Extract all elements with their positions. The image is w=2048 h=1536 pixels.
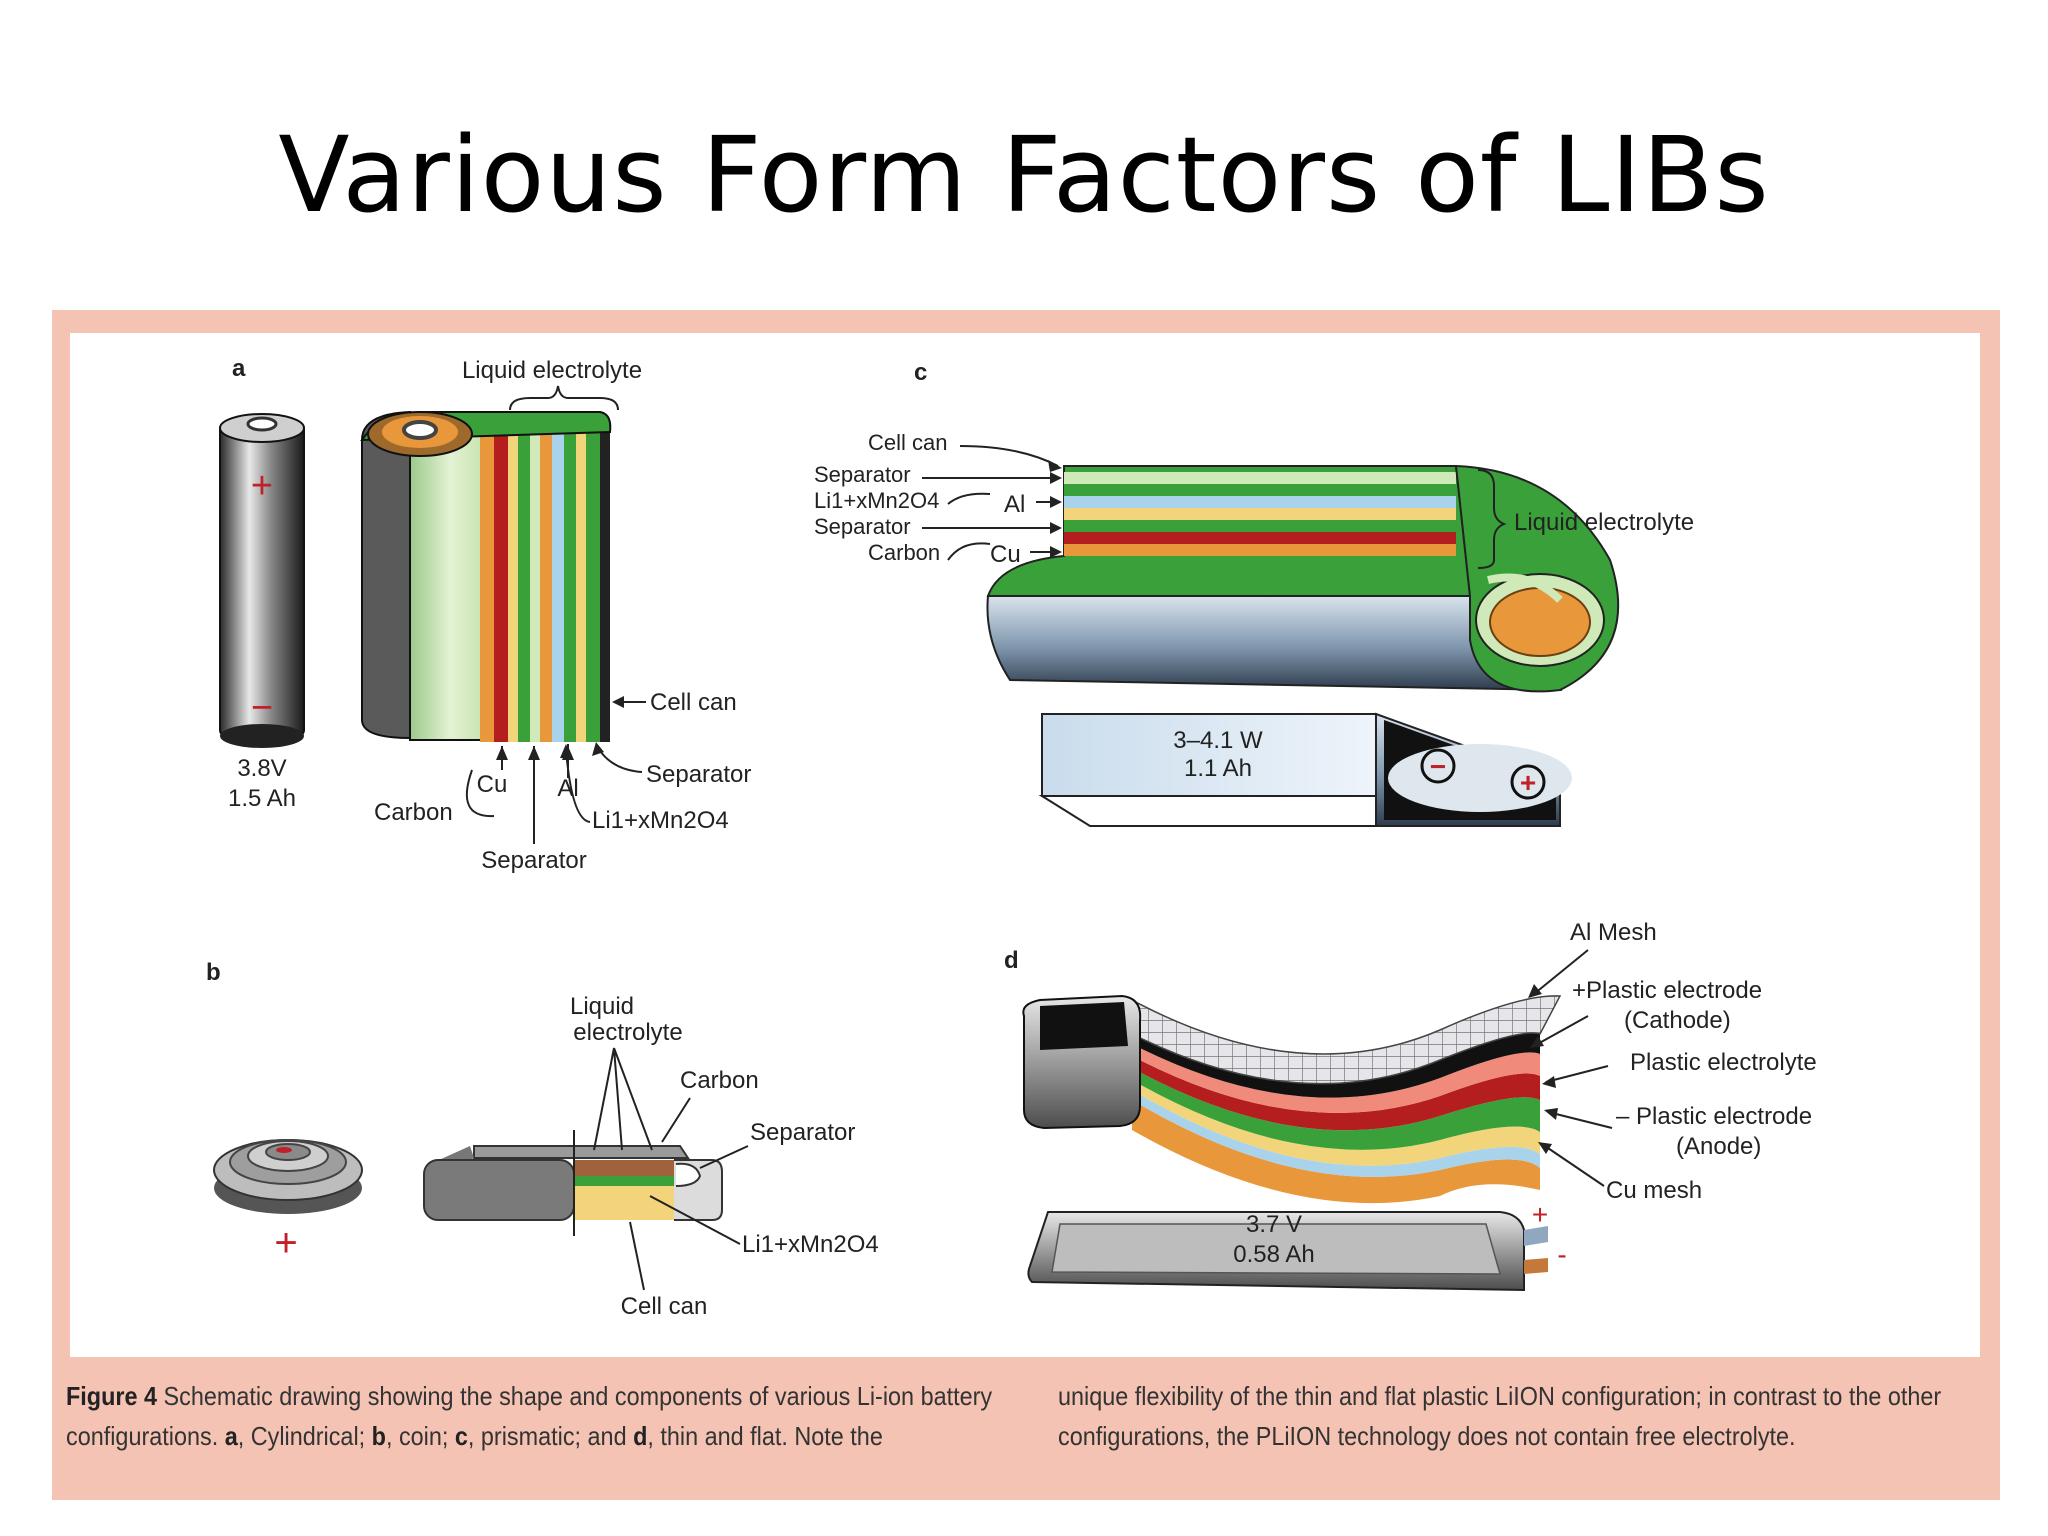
caption-a-text: , Cylindrical; <box>237 1421 372 1451</box>
figure-label: Figure 4 <box>66 1381 158 1411</box>
panel-b-coin: b + Liquid electrolyte Carbon Separator <box>206 959 879 1320</box>
plastic-layers-diagram <box>1022 994 1562 1204</box>
figure-caption-left: Figure 4 Schematic drawing showing the s… <box>66 1376 1011 1456</box>
caption-a: a <box>224 1421 238 1451</box>
label-plastic-cathode-1: +Plastic electrode <box>1572 977 1762 1004</box>
prismatic-negative-terminal-icon: − <box>1430 751 1446 782</box>
panel-a-cylindrical: a + − 3.8V 1.5 Ah <box>219 355 751 874</box>
label-liquid-b-2: electrolyte <box>573 1019 682 1046</box>
caption-c-text: , prismatic; and <box>467 1421 634 1451</box>
label-cu-c: Cu <box>990 541 1021 568</box>
label-plastic-anode-2: (Anode) <box>1676 1133 1761 1160</box>
cell-c-power: 3–4.1 W <box>1173 727 1263 754</box>
pouch-negative-sign: - <box>1557 1239 1566 1270</box>
caption-c: c <box>454 1421 468 1451</box>
panel-c-label: c <box>914 359 927 386</box>
cell-c-capacity: 1.1 Ah <box>1184 755 1252 782</box>
slide-title: Various Form Factors of LIBs <box>278 114 1770 236</box>
label-plastic-anode-1: – Plastic electrode <box>1616 1103 1812 1130</box>
label-cell-can-c: Cell can <box>868 430 947 455</box>
caption-d-text: , thin and flat. Note the <box>647 1421 883 1451</box>
label-limn-c: Li1+xMn2O4 <box>814 488 939 513</box>
panel-b-label: b <box>206 959 221 986</box>
label-carbon-c: Carbon <box>868 540 940 565</box>
label-separator-c-2: Separator <box>814 514 911 539</box>
caption-b: b <box>371 1421 386 1451</box>
cell-a-capacity: 1.5 Ah <box>228 785 296 812</box>
prismatic-positive-terminal-icon: + <box>1520 767 1536 798</box>
pouch-positive-sign: + <box>1532 1199 1548 1230</box>
flat-pouch-cell-icon <box>1027 1211 1548 1292</box>
cell-d-capacity: 0.58 Ah <box>1233 1241 1314 1268</box>
cylinder-cutaway-diagram <box>360 410 612 742</box>
prismatic-cell-icon <box>1038 712 1572 827</box>
label-limn-b: Li1+xMn2O4 <box>742 1231 879 1258</box>
label-liquid-electrolyte-c: Liquid electrolyte <box>1514 509 1694 536</box>
label-separator-a-right: Separator <box>646 761 751 788</box>
panel-a-label: a <box>232 355 246 382</box>
caption-d: d <box>633 1421 648 1451</box>
caption-text-1: Schematic drawing showing the shape and … <box>66 1381 993 1451</box>
coin-positive-sign: + <box>274 1221 297 1265</box>
caption-b-text: , coin; <box>385 1421 455 1451</box>
cell-a-voltage: 3.8V <box>237 755 286 782</box>
label-liquid-b-1: Liquid <box>570 993 634 1020</box>
prismatic-rolled-layers-diagram <box>986 464 1620 693</box>
coin-cross-section-diagram <box>423 1130 723 1236</box>
label-separator-b: Separator <box>750 1119 855 1146</box>
label-carbon-b: Carbon <box>680 1067 759 1094</box>
label-plastic-cathode-2: (Cathode) <box>1624 1007 1731 1034</box>
label-cu-mesh: Cu mesh <box>1606 1177 1702 1204</box>
panel-d-label: d <box>1004 947 1019 974</box>
label-al-c: Al <box>1004 491 1025 518</box>
label-limn-a: Li1+xMn2O4 <box>592 807 729 834</box>
coin-cell-icon <box>213 1139 363 1214</box>
label-separator-c-1: Separator <box>814 462 911 487</box>
label-carbon-a: Carbon <box>374 799 453 826</box>
label-liquid-electrolyte-a: Liquid electrolyte <box>462 357 642 384</box>
label-cu-a: Cu <box>477 771 508 798</box>
label-cell-can-b: Cell can <box>621 1293 708 1320</box>
negative-terminal-sign: − <box>251 687 273 729</box>
label-cell-can-a: Cell can <box>650 689 737 716</box>
panel-d-thin-flat: d Al Mesh +Plastic electrode (Cathode) P… <box>1004 919 1817 1292</box>
battery-cylinder-icon <box>219 413 305 748</box>
label-al-a: Al <box>557 775 578 802</box>
label-al-mesh: Al Mesh <box>1570 919 1657 946</box>
positive-terminal-sign: + <box>251 465 273 507</box>
label-separator-a-bottom: Separator <box>481 847 586 874</box>
label-plastic-electrolyte: Plastic electrolyte <box>1630 1049 1817 1076</box>
figure-caption-right: unique flexibility of the thin and flat … <box>1058 1381 1942 1451</box>
cell-d-voltage: 3.7 V <box>1246 1211 1302 1238</box>
panel-c-prismatic: c Liquid electrolyte Cell can Separato <box>814 359 1694 827</box>
